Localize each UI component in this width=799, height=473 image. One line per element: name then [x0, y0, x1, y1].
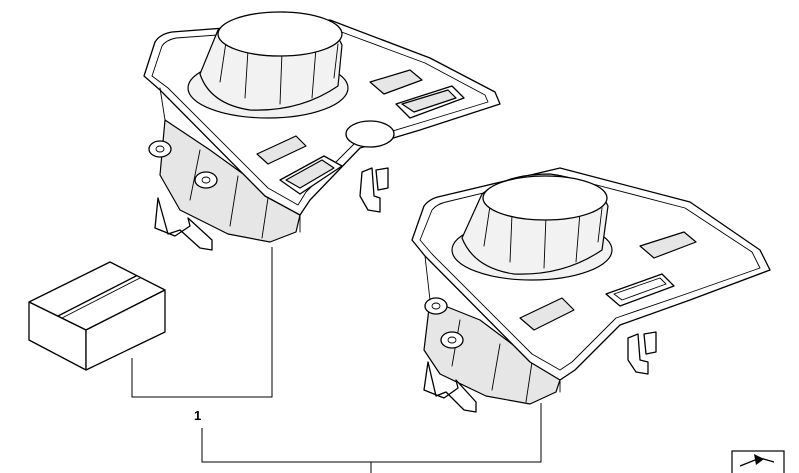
callout-label-1: 1 [194, 408, 202, 423]
controller-unit-upper [143, 11, 501, 251]
package-box [28, 261, 166, 371]
leader-lines [131, 247, 542, 473]
navigation-arrow-icon[interactable] [731, 450, 785, 473]
controller-unit-lower [411, 167, 771, 413]
